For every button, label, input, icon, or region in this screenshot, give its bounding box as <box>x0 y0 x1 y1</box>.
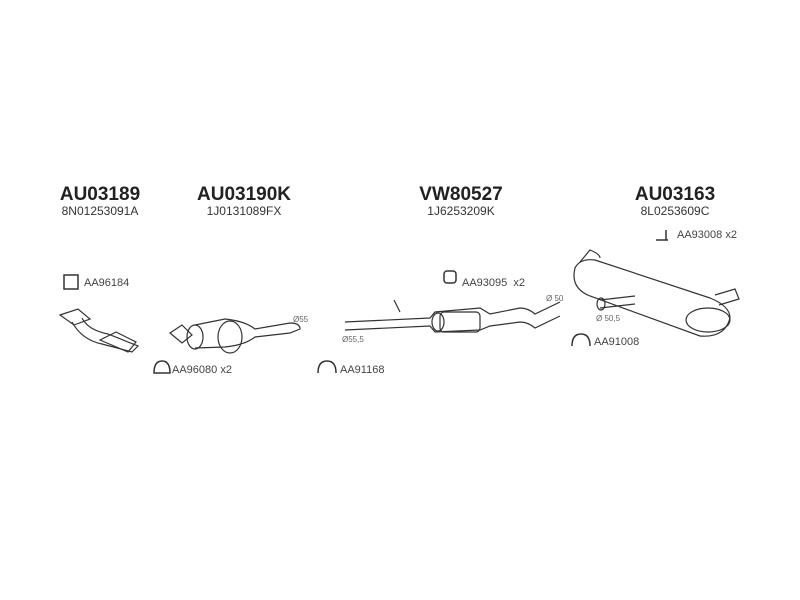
oe-number: 1J6253209K <box>427 204 495 218</box>
oe-number: 8L0253609C <box>640 204 710 218</box>
accessory-label[interactable]: AA96184 <box>84 277 130 289</box>
accessory-label[interactable]: AA91008 <box>594 336 640 348</box>
rubber-mount-icon <box>443 270 457 284</box>
part-number[interactable]: VW80527 <box>419 184 503 205</box>
catalyst-drawing <box>168 318 301 354</box>
diameter-label: Ø55 <box>293 315 309 324</box>
oe-number: 8N01253091A <box>61 204 139 218</box>
part-number[interactable]: AU03190K <box>197 184 291 205</box>
accessory-label[interactable]: AA93008 x2 <box>677 229 737 241</box>
diameter-label: Ø55,5 <box>342 335 364 344</box>
front-pipe-drawing <box>58 308 140 353</box>
oe-number: 1J0131089FX <box>206 204 282 218</box>
accessory-label[interactable]: AA93095 x2 <box>462 277 525 289</box>
clamp-icons <box>63 230 668 374</box>
clamp-icon <box>317 360 337 374</box>
clamp-icon <box>571 333 591 347</box>
diameter-label: Ø 50,5 <box>596 314 621 323</box>
accessory-label[interactable]: AA96080 x2 <box>172 364 232 376</box>
gasket-icon <box>63 274 79 290</box>
rear-muffler-drawing <box>573 249 740 337</box>
accessory-label[interactable]: AA91168 <box>340 364 385 376</box>
diameter-label: Ø 50 <box>546 294 564 303</box>
middle-pipe-drawing <box>344 299 561 333</box>
bolt-icon <box>656 230 668 241</box>
gasket-icon <box>153 360 171 374</box>
part-number[interactable]: AU03189 <box>59 184 141 205</box>
part-number[interactable]: AU03163 <box>634 184 716 205</box>
